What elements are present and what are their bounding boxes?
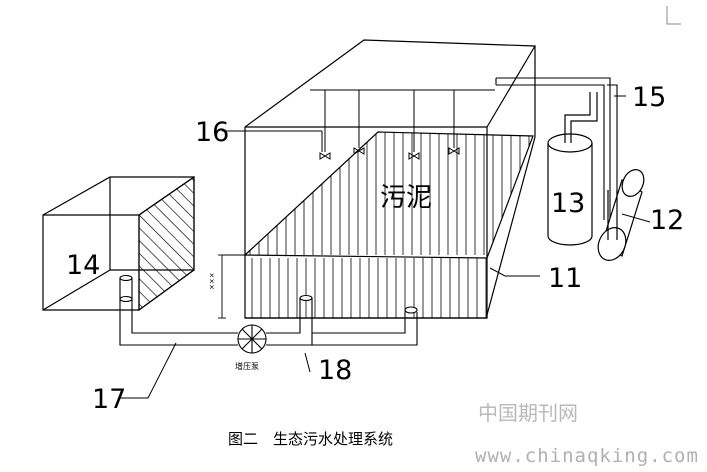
lying-cylinder-12 <box>597 169 645 261</box>
pipe-17 <box>119 274 418 346</box>
booster-pump <box>237 324 267 354</box>
label-14: 14 <box>66 250 100 281</box>
valve-icon <box>408 152 420 160</box>
label-16: 16 <box>195 117 229 148</box>
label-13: 13 <box>551 188 585 219</box>
aeration-pipes <box>310 89 495 152</box>
tank-outline <box>244 39 536 319</box>
pump-label: 增压泵 <box>235 361 259 371</box>
figure-caption: 图二 生态污水处理系统 <box>228 430 393 448</box>
sludge-label: 污泥 <box>380 183 432 213</box>
valve-icon <box>448 147 460 155</box>
dimension-marker <box>218 254 245 319</box>
cylinder-tank-13 <box>547 92 598 246</box>
label-12: 12 <box>650 205 684 236</box>
main-tank <box>243 39 536 319</box>
valve-icon <box>353 147 365 155</box>
valve-icons <box>319 147 460 160</box>
label-15: 15 <box>632 82 666 113</box>
corner-mark <box>666 6 681 25</box>
dimension-label: ××× <box>208 272 216 290</box>
sludge-layer-top <box>243 131 534 259</box>
label-17: 17 <box>92 384 126 415</box>
watermark-site-name: 中国期刊网 <box>478 401 578 425</box>
leader-lines <box>120 95 651 399</box>
valve-icon <box>319 152 331 160</box>
box-14 <box>42 175 195 312</box>
watermark-url: www.chinaqking.com <box>475 445 699 467</box>
label-11: 11 <box>548 263 582 294</box>
label-18: 18 <box>318 355 352 386</box>
